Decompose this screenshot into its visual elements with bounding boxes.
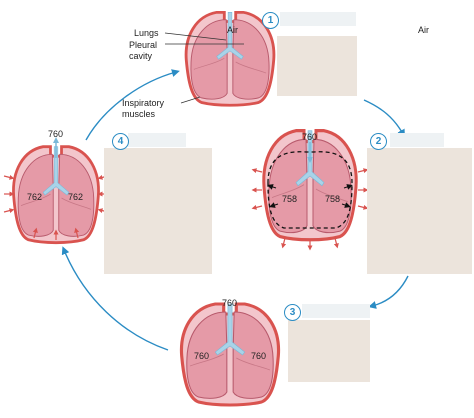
pressure-step3-right: 760 <box>251 351 267 361</box>
cycle-arrow-icon <box>368 275 409 309</box>
step-3-answer-box[interactable] <box>288 320 370 382</box>
cycle-arrow-icon <box>85 69 180 141</box>
label-pleural: Pleural <box>129 40 158 50</box>
label-air-top: Air <box>227 25 238 35</box>
label-lungs: Lungs <box>134 28 159 38</box>
pressure-step4-right: 762 <box>68 192 84 202</box>
step-2-answer-box[interactable] <box>367 148 472 274</box>
cycle-arrow-icon <box>363 99 405 138</box>
cycle-arrow-icon <box>61 246 169 351</box>
pressure-step3-left: 760 <box>194 351 210 361</box>
label-air-right: Air <box>418 25 429 35</box>
label-muscles: muscles <box>122 109 156 119</box>
step-4-answer-box[interactable] <box>104 148 212 274</box>
pressure-step4-outside: 760 <box>48 129 64 139</box>
label-inspiratory: Inspiratory <box>122 98 165 108</box>
step-3-header <box>302 304 370 318</box>
label-cavity: cavity <box>129 51 153 61</box>
pressure-step4-left: 762 <box>27 192 43 202</box>
step-badge-4: 4 <box>112 133 129 150</box>
step-1-answer-box[interactable] <box>277 36 357 96</box>
step-badge-1: 1 <box>262 12 279 29</box>
pressure-step2-right: 758 <box>325 194 341 204</box>
step-2-header <box>390 133 444 147</box>
step-badge-3: 3 <box>284 304 301 321</box>
pressure-step3-outside: 760 <box>222 298 238 308</box>
pressure-step2-outside: 760 <box>302 132 318 142</box>
step-badge-2: 2 <box>370 133 387 150</box>
step-4-header <box>128 133 186 147</box>
step-1-header <box>280 12 356 26</box>
pressure-step2-left: 758 <box>282 194 298 204</box>
